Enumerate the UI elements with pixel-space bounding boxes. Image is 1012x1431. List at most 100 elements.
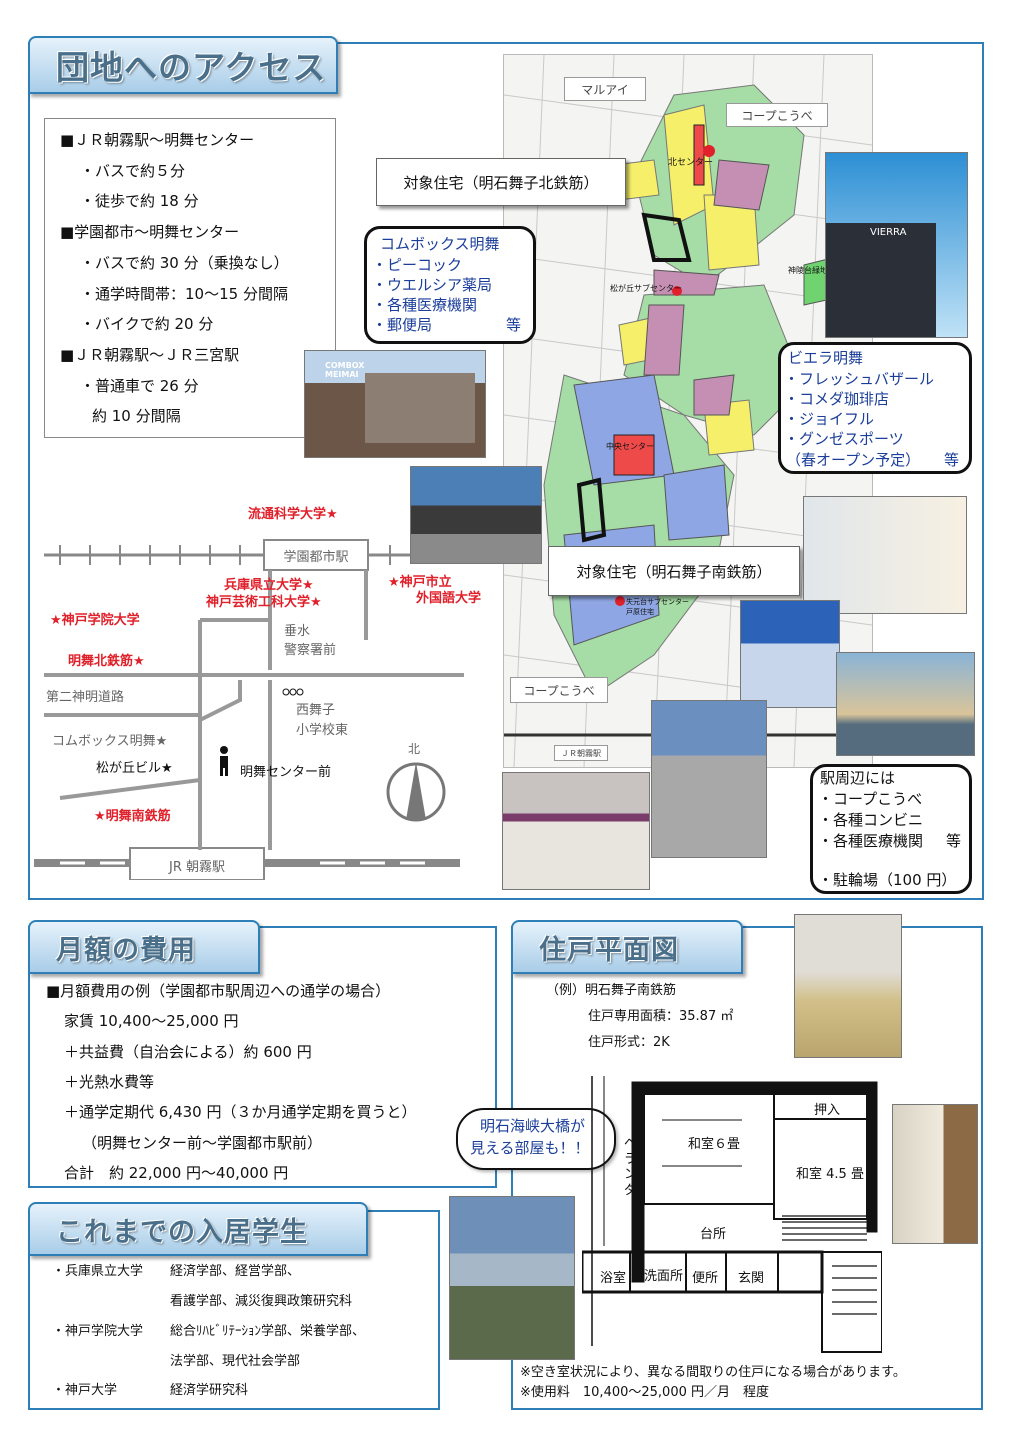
ryutsu-label: 流通科学大学★ <box>248 507 338 522</box>
student-depts: 経済学研究科 <box>170 1383 249 1398</box>
floor-plan-drawing <box>582 1076 882 1353</box>
tarumi-label-2: 警察署前 <box>284 643 337 658</box>
hyogo-pref-label: 兵庫県立大学★ <box>224 578 314 593</box>
monthly-title: 月額の費用 <box>28 920 260 974</box>
monthly-line: 家賃 10,400～25,000 円 <box>64 1012 239 1030</box>
kobe-geijutsu-label: 神戸芸術工科大学★ <box>206 595 322 610</box>
gakuen-station-label: 学園都市駅 <box>283 550 349 565</box>
monthly-line: （明舞センター前～学園都市駅前） <box>82 1134 323 1152</box>
viera-item: ・フレッシュバザール <box>784 370 935 388</box>
view-photo <box>449 1196 575 1360</box>
floorplan-title: 住戸平面図 <box>511 920 743 974</box>
student-depts: 経済学部、経営学部、 <box>170 1264 301 1279</box>
combox-item: ・ピーコック <box>372 256 463 274</box>
viera-last: （春オープン予定） <box>786 451 921 469</box>
monthly-line: 合計 約 22,000 円～40,000 円 <box>64 1164 289 1182</box>
combox-item: ・各種医療機関 <box>372 296 478 314</box>
south-target-label: 対象住宅（明石舞子南鉄筋） <box>548 546 800 596</box>
info-line: ・通学時間帯：10～15 分間隔 <box>80 285 288 303</box>
room-oshiire: 押入 <box>814 1103 841 1118</box>
monthly-line: ■月額費用の例（学園都市駅周辺への通学の場合） <box>46 982 391 1000</box>
bus-stop-icon <box>220 746 228 776</box>
combox-map-label: コムボックス明舞★ <box>52 734 168 749</box>
combox-photo: COMBOX MEIMAI <box>304 350 486 458</box>
room-veranda: ベランダ <box>624 1136 638 1198</box>
room-washitsu6: 和室６畳 <box>688 1137 741 1152</box>
info-line: ・普通車で 26 分 <box>80 377 199 395</box>
room-entrance: 玄関 <box>738 1271 765 1286</box>
station-item: ・各種医療機関 <box>818 832 924 850</box>
info-line: ■ＪＲ朝霧駅～明舞センター <box>60 131 255 149</box>
sea-photo <box>836 652 975 756</box>
student-univ: ・兵庫県立大学 <box>52 1264 144 1279</box>
room-kitchen: 台所 <box>700 1227 727 1242</box>
student-depts: 看護学部、減災復興政策研究科 <box>170 1294 353 1309</box>
viera-heading: ビエラ明舞 <box>788 349 864 367</box>
station-item: ・各種コンビニ <box>818 811 924 829</box>
school-icon <box>282 688 304 696</box>
tarumi-label-1: 垂水 <box>284 624 311 639</box>
kobe-gaidai-label-1: ★神戸市立 <box>388 575 452 590</box>
north-compass <box>386 762 446 822</box>
room-photo-2 <box>892 1104 978 1244</box>
info-line: ■ＪＲ朝霧駅～ＪＲ三宮駅 <box>60 346 240 364</box>
railway-top <box>44 539 410 571</box>
nishi-maiko-label-2: 小学校東 <box>296 723 349 738</box>
combox-item: ・郵便局 <box>372 316 433 334</box>
map-label-south-sub: 失元台サブセンター 戸原住宅 <box>626 598 689 616</box>
map-label-maruai: マルアイ <box>564 77 646 101</box>
matsugaoka-bldg-label: 松が丘ビル★ <box>96 761 173 776</box>
viera-suffix: 等 <box>944 451 960 469</box>
north-target-label: 対象住宅（明石舞子北鉄筋） <box>376 158 626 206</box>
map-label-matsugaoka: 松が丘サブセンター <box>610 284 682 293</box>
jr-asagiri-label: JR 朝霧駅 <box>169 860 225 875</box>
combox-suffix: 等 <box>506 316 522 334</box>
view-bubble-line-1: 明石海峡大橋が <box>480 1117 586 1135</box>
info-line: ・バイクで約 20 分 <box>80 315 214 333</box>
students-title: これまでの入居学生 <box>28 1202 368 1256</box>
info-line: 約 10 分間隔 <box>92 407 181 425</box>
viera-callout <box>778 342 972 474</box>
view-bubble <box>456 1108 616 1170</box>
floorplan-note: ※空き室状況により、異なる間取りの住戸になる場合があります。 <box>520 1365 906 1380</box>
station-suffix: 等 <box>946 832 962 850</box>
view-bubble-line-2: 見える部屋も！！ <box>470 1139 590 1157</box>
floorplan-area: 住戸専用面積：35.87 ㎡ <box>588 1009 734 1024</box>
lawson-photo <box>740 600 840 708</box>
viera-photo: VIERRA <box>825 152 968 338</box>
meimai-center-stop-label: 明舞センター前 <box>240 765 332 780</box>
station-item: ・コープこうべ <box>818 790 923 808</box>
combox-heading: コムボックス明舞 <box>380 235 500 253</box>
floorplan-example: （例）明石舞子南鉄筋 <box>546 983 677 998</box>
info-line: ・バスで約５分 <box>80 162 186 180</box>
floorplan-type: 住戸形式：2K <box>588 1035 670 1050</box>
combox-item: ・ウエルシア薬局 <box>372 276 493 294</box>
viera-item: ・ジョイフル <box>784 410 875 428</box>
student-univ: ・神戸大学 <box>52 1383 118 1398</box>
nishi-maiko-label-1: 西舞子 <box>296 703 336 718</box>
station-shop-photo <box>803 496 967 614</box>
student-univ: ・神戸学院大学 <box>52 1324 144 1339</box>
map-label-coop-top: コープこうべ <box>726 103 828 127</box>
route-map <box>34 539 464 880</box>
floorplan-note: ※使用料 10,400～25,000 円／月 程度 <box>520 1385 769 1400</box>
room-photo-1 <box>794 914 902 1058</box>
room-bath: 浴室 <box>600 1271 627 1286</box>
railway-bottom <box>34 847 460 880</box>
room-washitsu45: 和室 4.5 畳 <box>796 1167 864 1182</box>
room-wash: 洗面所 <box>644 1269 684 1284</box>
room-toilet: 便所 <box>692 1271 719 1286</box>
map-label-kita-center: 北センター <box>668 158 714 168</box>
roads <box>44 570 464 850</box>
kobe-gaidai-label-2: 外国語大学 <box>416 591 482 606</box>
access-info-box <box>44 118 336 438</box>
viera-item: ・グンゼスポーツ <box>784 430 904 448</box>
viera-sign: VIERRA <box>870 227 907 238</box>
monthly-line: ＋通学定期代 6,430 円（３か月通学定期を買うと） <box>64 1103 417 1121</box>
student-depts: 総合ﾘﾊﾋﾞﾘﾃｰｼｮﾝ学部、栄養学部、 <box>170 1324 366 1339</box>
combox-callout <box>364 226 536 344</box>
meimai-south-label: ★明舞南鉄筋 <box>94 809 171 824</box>
map-label-jr-asagiri: ＪＲ朝霧駅 <box>554 745 608 761</box>
map-label-chuo-center: 中央センター <box>606 442 654 451</box>
route-road-label: 第二神明道路 <box>46 690 125 705</box>
